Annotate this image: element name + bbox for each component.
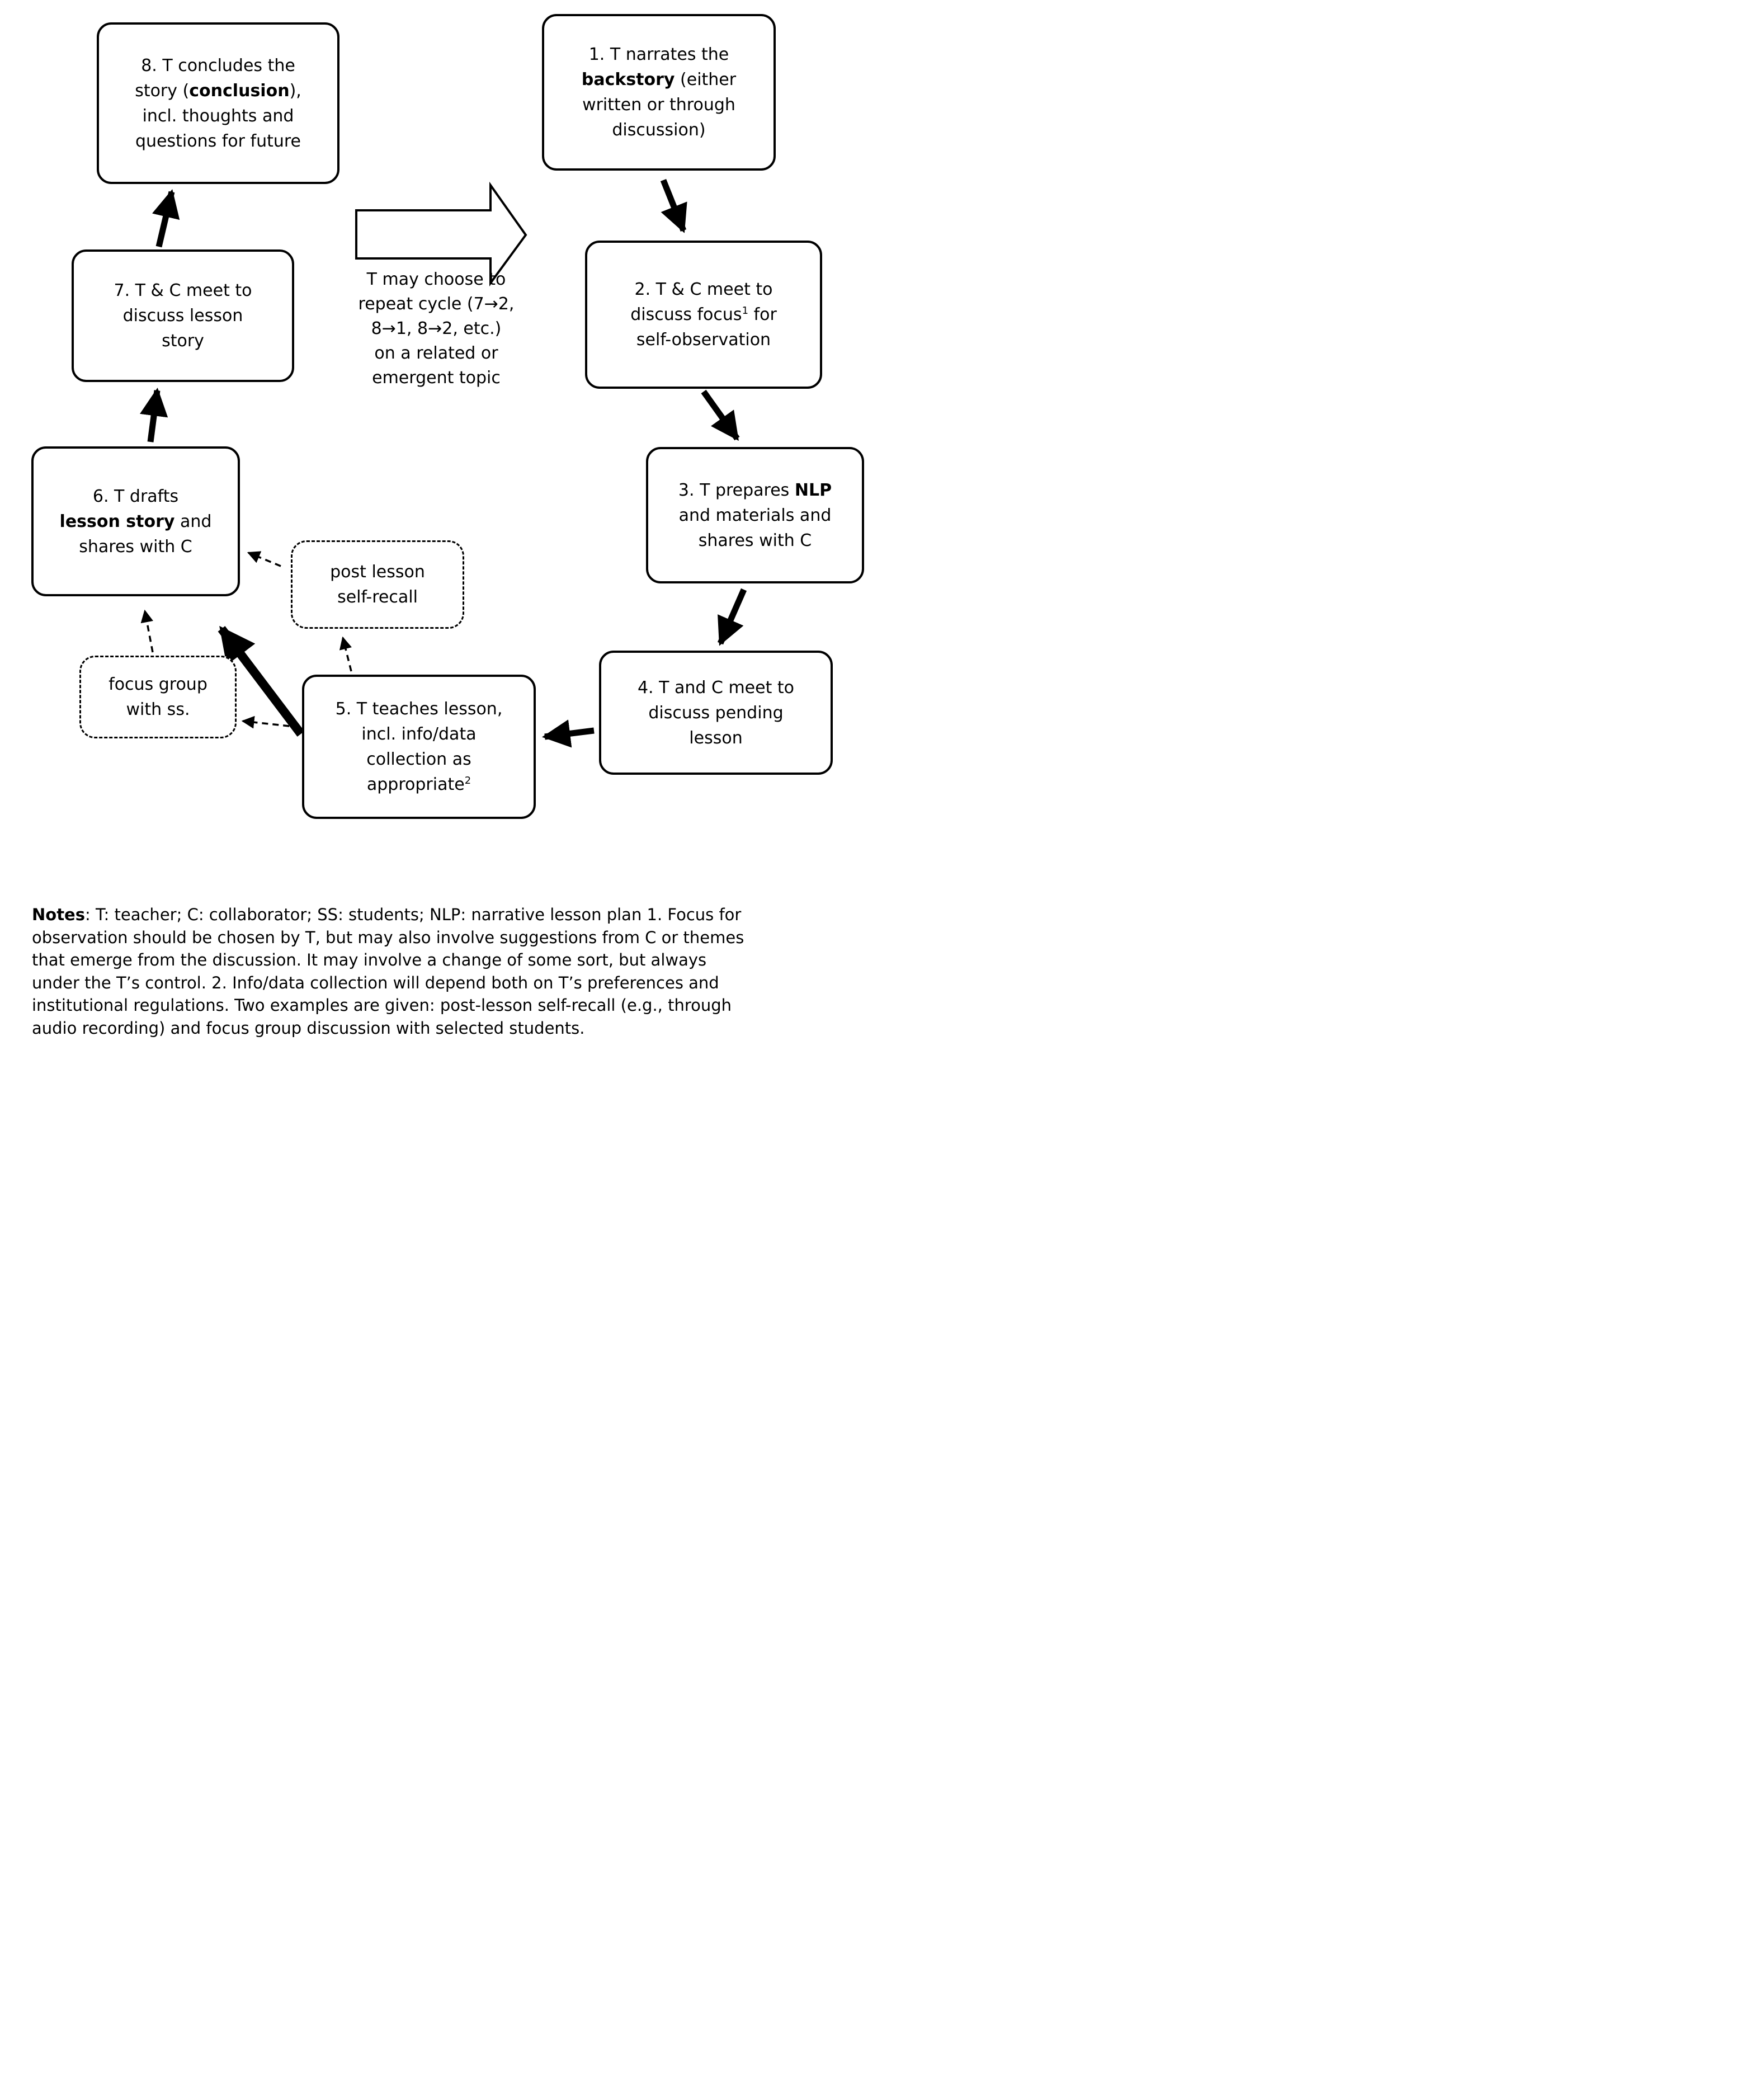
step-8-text: 8. T concludes the story (conclusion), i… — [135, 55, 301, 151]
arrow-focus-group-to-step6 — [140, 609, 154, 653]
step-7-box: 7. T & C meet to discuss lesson story — [72, 249, 294, 382]
step-6-box: 6. T drafts lesson story and shares with… — [31, 446, 240, 596]
notes-paragraph: Notes: T: teacher; C: collaborator; SS: … — [32, 905, 744, 1038]
step-4-box: 4. T and C meet to discuss pending lesso… — [599, 651, 833, 775]
flowchart-figure: 8. T concludes the story (conclusion), i… — [0, 0, 882, 1046]
step-7-text: 7. T & C meet to discuss lesson story — [114, 281, 252, 351]
step-5-text: 5. T teaches lesson, incl. info/data col… — [335, 699, 503, 794]
repeat-cycle-label: T may choose to repeat cycle (7→2, 8→1, … — [358, 270, 515, 388]
step-6-text: 6. T drafts lesson story and shares with… — [59, 486, 212, 557]
step-3-box: 3. T prepares NLP and materials and shar… — [646, 447, 864, 583]
arrow-post-lesson-to-step6 — [247, 551, 281, 567]
focus-group-text: focus group with ss. — [109, 675, 207, 719]
arrow-step2-to-step3 — [701, 389, 740, 441]
arrow-step3-to-step4 — [717, 588, 747, 646]
step-1-box: 1. T narrates the backstory (either writ… — [542, 14, 776, 171]
step-2-box: 2. T & C meet to discuss focus1 for self… — [585, 241, 822, 389]
step-2-text: 2. T & C meet to discuss focus1 for self… — [630, 280, 777, 350]
arrow-step1-to-step2 — [660, 178, 687, 233]
arrow-step7-to-step8 — [152, 189, 180, 248]
arrow-step5-to-step6 — [218, 625, 305, 737]
arrow-step5-to-focus-group — [241, 715, 300, 729]
arrow-step6-to-step7 — [140, 387, 168, 442]
step-5-box: 5. T teaches lesson, incl. info/data col… — [302, 675, 536, 819]
post-lesson-self-recall-text: post lesson self-recall — [330, 562, 425, 607]
step-4-text: 4. T and C meet to discuss pending lesso… — [637, 677, 795, 748]
step-1-text: 1. T narrates the backstory (either writ… — [581, 45, 737, 140]
arrows-layer — [140, 178, 747, 748]
post-lesson-self-recall-box: post lesson self-recall — [291, 540, 464, 629]
step-8-box: 8. T concludes the story (conclusion), i… — [97, 22, 339, 184]
focus-group-box: focus group with ss. — [79, 656, 237, 738]
step-3-text: 3. T prepares NLP and materials and shar… — [678, 480, 832, 550]
repeat-cycle-outline-arrow — [355, 181, 527, 287]
arrow-step4-to-step5 — [541, 719, 595, 748]
arrow-step5-to-post-lesson — [339, 636, 352, 672]
